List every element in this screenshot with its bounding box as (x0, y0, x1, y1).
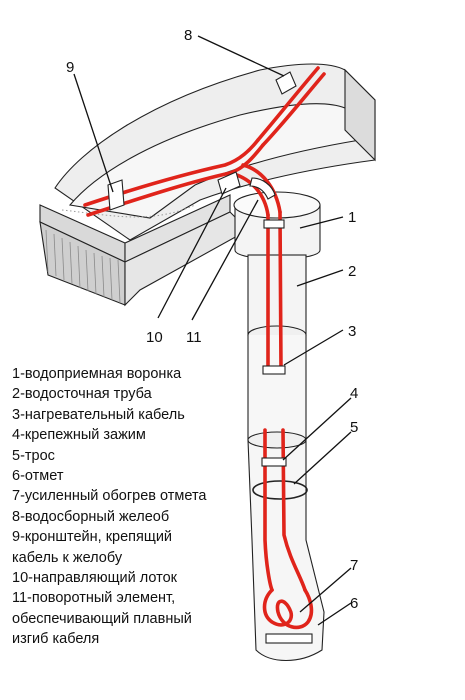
leader-lines (73, 35, 352, 626)
legend-item: изгиб кабеля (12, 631, 100, 648)
callout-4: 4 (350, 385, 358, 402)
legend-item: 11-поворотный элемент, (12, 590, 176, 607)
legend: 1-водоприемная воронка 2-водосточная тру… (12, 364, 252, 650)
callout-5: 5 (350, 419, 358, 436)
callout-2: 2 (348, 263, 356, 280)
legend-item: 6-отмет (12, 468, 64, 485)
downpipe-assembly (233, 191, 325, 661)
callout-6: 6 (350, 595, 358, 612)
callout-10: 10 (146, 329, 163, 346)
legend-item: 8-водосборный желеоб (12, 508, 170, 525)
legend-item: 4-крепежный зажим (12, 427, 146, 444)
callout-7: 7 (350, 557, 358, 574)
callout-8: 8 (184, 27, 192, 44)
gutter (39, 63, 376, 307)
legend-item: 10-направляющий лоток (12, 570, 177, 587)
legend-item: 3-нагревательный кабель (12, 406, 185, 423)
callout-9: 9 (66, 59, 74, 76)
legend-item: кабель к желобу (12, 549, 123, 566)
legend-item: обеспечивающий плавный (12, 610, 192, 627)
legend-item: 2-водосточная труба (12, 386, 152, 403)
callout-11: 11 (186, 329, 202, 346)
callout-numbers: 1 2 3 4 5 6 7 8 9 10 11 (66, 27, 358, 612)
callout-1: 1 (348, 209, 356, 226)
callout-3: 3 (348, 323, 356, 340)
legend-item: 5-трос (12, 447, 55, 464)
legend-item: 7-усиленный обогрев отмета (12, 488, 207, 505)
legend-item: 9-кронштейн, крепящий (12, 529, 173, 546)
clamps (107, 71, 313, 644)
legend-item: 1-водоприемная воронка (12, 366, 182, 382)
